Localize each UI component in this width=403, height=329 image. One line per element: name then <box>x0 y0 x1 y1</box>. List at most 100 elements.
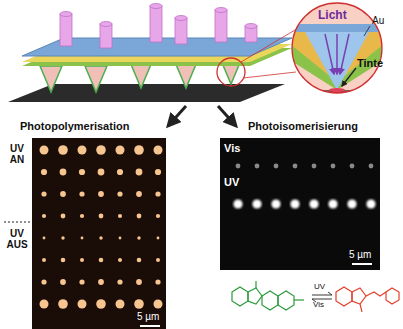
dot <box>312 164 317 169</box>
label: UV AN <box>5 143 29 165</box>
dot <box>99 236 102 239</box>
dot <box>98 191 104 197</box>
label: Au <box>372 15 384 26</box>
dot <box>117 191 122 196</box>
scale-bar <box>352 263 372 265</box>
merocyanine <box>336 287 399 312</box>
dot <box>42 258 46 262</box>
dot <box>137 258 142 263</box>
zoom-line <box>241 30 295 62</box>
dot <box>156 258 160 262</box>
dot <box>154 300 163 309</box>
zoom-line <box>243 72 296 78</box>
dot <box>271 199 280 208</box>
dot <box>136 169 143 176</box>
dot <box>80 258 84 262</box>
dot <box>41 169 47 175</box>
label: UV <box>314 283 325 292</box>
light-pillars <box>60 4 257 49</box>
dot <box>293 164 298 169</box>
scale-bar <box>140 325 160 327</box>
dot <box>155 279 160 284</box>
dot <box>117 169 123 175</box>
dot <box>98 279 104 285</box>
divider <box>4 222 32 223</box>
dot <box>58 299 68 309</box>
dot <box>60 169 67 176</box>
dot <box>309 199 318 208</box>
dot <box>96 299 106 309</box>
dot <box>369 164 374 169</box>
label: Photopolymerisation <box>20 120 129 132</box>
dot <box>60 191 66 197</box>
dot <box>79 279 84 284</box>
dot <box>136 279 142 285</box>
dot <box>41 279 46 284</box>
label: Licht <box>318 9 347 22</box>
dot <box>236 164 241 169</box>
dot <box>119 237 122 240</box>
dot <box>134 299 144 309</box>
dot <box>366 199 375 208</box>
dot <box>78 300 87 309</box>
zoom-inset <box>290 0 390 100</box>
label: UV <box>224 176 239 188</box>
dot <box>350 164 355 169</box>
dot <box>290 199 299 208</box>
dot <box>60 279 66 285</box>
dot <box>58 145 68 155</box>
dot <box>252 199 261 208</box>
fluorescence-panel <box>32 138 166 329</box>
dot <box>274 164 279 169</box>
branch-arrows <box>168 106 236 126</box>
dot <box>99 214 104 219</box>
dot <box>137 214 142 219</box>
dot <box>116 146 125 155</box>
dot-array <box>233 164 375 209</box>
dot <box>118 258 122 262</box>
dot <box>328 199 337 208</box>
leader-line <box>364 26 370 36</box>
dot <box>42 214 46 218</box>
dot <box>155 169 161 175</box>
dot <box>79 191 84 196</box>
label: Vis <box>224 142 240 154</box>
label: UV AUS <box>4 228 30 250</box>
dot <box>99 258 104 263</box>
dot <box>331 164 336 169</box>
dot <box>137 236 140 239</box>
dot-array <box>40 145 163 309</box>
dot <box>116 300 125 309</box>
dot <box>79 169 85 175</box>
dot <box>61 236 64 239</box>
label: 5 µm <box>349 249 371 260</box>
zoom-marker <box>217 58 245 86</box>
dot <box>154 146 163 155</box>
dot <box>41 191 46 196</box>
dot <box>156 214 160 218</box>
fluorescence-panel <box>220 138 380 270</box>
dot <box>157 237 160 240</box>
dot <box>80 214 84 218</box>
dot <box>61 258 66 263</box>
dot <box>43 237 46 240</box>
dot <box>117 279 122 284</box>
dot <box>78 146 87 155</box>
spiropyran <box>232 281 304 310</box>
label: Photoisomerisierung <box>248 120 358 132</box>
dot <box>233 199 242 208</box>
ink-arrow <box>342 68 356 86</box>
dot <box>255 164 260 169</box>
dot <box>61 214 66 219</box>
light-arrows <box>325 34 349 74</box>
dot <box>81 237 84 240</box>
dot <box>155 191 160 196</box>
dot <box>40 146 49 155</box>
dot <box>347 199 356 208</box>
dot <box>134 145 144 155</box>
dot <box>96 145 106 155</box>
dot <box>40 300 49 309</box>
dot <box>136 191 142 197</box>
label: Tinte <box>357 57 383 69</box>
